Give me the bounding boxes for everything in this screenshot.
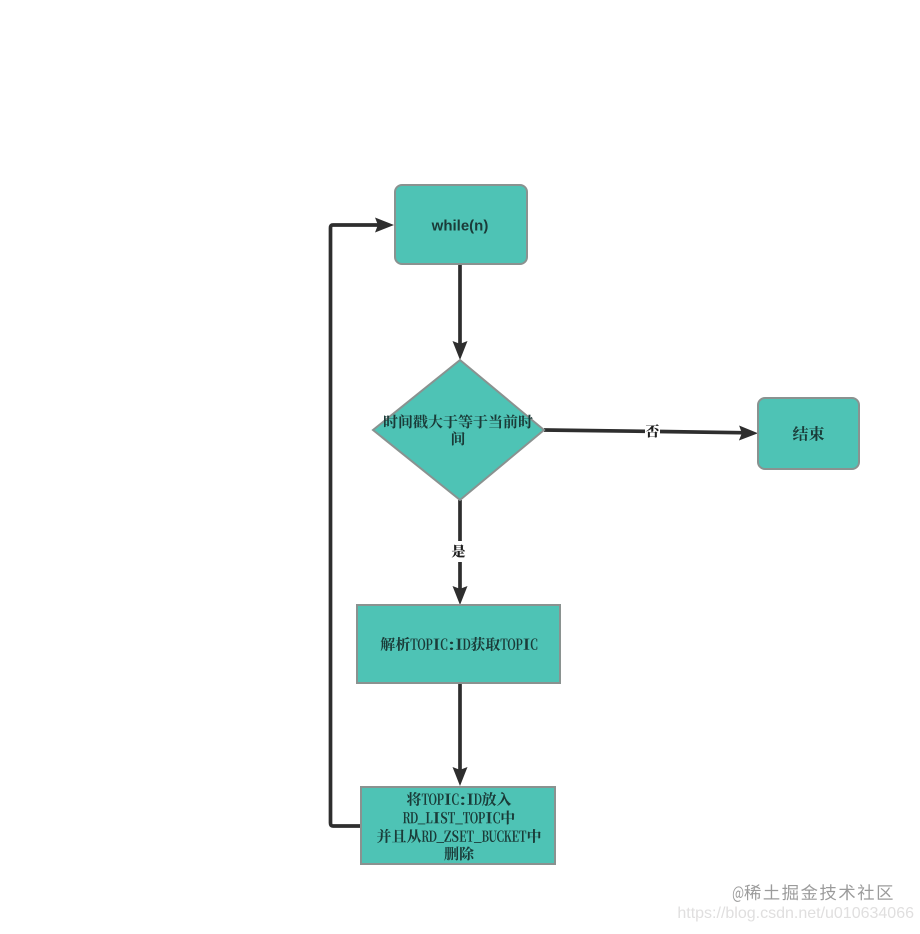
svg-text:while(n): while(n) (431, 218, 489, 235)
svg-text:https://blog.csdn.net/u0106340: https://blog.csdn.net/u010634066 (677, 905, 914, 922)
